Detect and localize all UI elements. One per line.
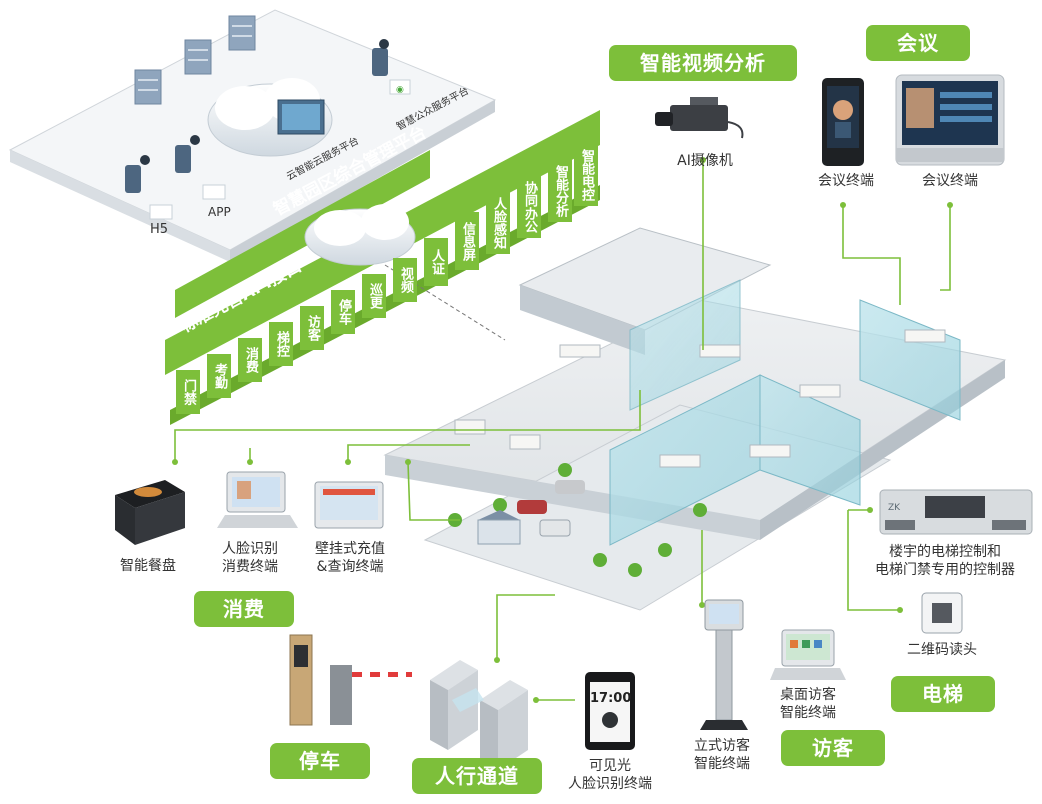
wall-terminal-label-line2: &查询终端 bbox=[316, 559, 384, 575]
desk-visitor-label-line1: 桌面访客 bbox=[780, 687, 836, 703]
wall-terminal-label-line1: 壁挂式充值 bbox=[315, 541, 385, 557]
wall-terminal-label: 壁挂式充值 &查询终端 bbox=[300, 540, 400, 576]
module-item: 门禁 bbox=[176, 370, 200, 414]
svg-text:◉: ◉ bbox=[396, 85, 404, 95]
module-item: 访客 bbox=[300, 306, 324, 350]
desk-visitor-label-line2: 智能终端 bbox=[780, 705, 836, 721]
meeting-terminal-2-label: 会议终端 bbox=[922, 173, 978, 189]
svg-text:ZK: ZK bbox=[888, 503, 901, 513]
visible-face-terminal-icon bbox=[585, 672, 635, 750]
elevator-controller-label: 楼宇的电梯控制和 电梯门禁专用的控制器 bbox=[852, 543, 1038, 579]
category-consume: 消费 bbox=[194, 591, 294, 627]
cloud-h5-label: H5 bbox=[150, 222, 169, 237]
category-meeting: 会议 bbox=[866, 25, 970, 61]
qr-reader-label: 二维码读头 bbox=[907, 642, 977, 658]
category-visitor: 访客 bbox=[781, 730, 885, 766]
module-item: 人证 bbox=[424, 238, 448, 286]
smart-tray-label: 智能餐盘 bbox=[120, 558, 176, 574]
stand-visitor-label-line2: 智能终端 bbox=[694, 756, 750, 772]
qr-reader-icon bbox=[921, 592, 963, 634]
smart-tray-icon bbox=[115, 480, 185, 545]
category-pedestrian: 人行通道 bbox=[412, 758, 542, 794]
meeting-terminal-1-icon bbox=[822, 78, 864, 166]
desk-visitor-terminal-icon bbox=[770, 629, 846, 680]
elevator-controller-label-line1: 楼宇的电梯控制和 bbox=[889, 544, 1001, 560]
connection-lines bbox=[174, 160, 951, 701]
stand-visitor-label: 立式访客 智能终端 bbox=[682, 737, 762, 773]
module-item: 梯控 bbox=[269, 322, 293, 366]
cloud-app-label: APP bbox=[208, 205, 231, 219]
module-item: 智能电控 bbox=[574, 144, 598, 206]
building bbox=[383, 227, 1007, 611]
desk-visitor-label: 桌面访客 智能终端 bbox=[768, 686, 848, 722]
cloud-platform-slab: ◉ bbox=[8, 9, 497, 262]
visible-face-label-line1: 可见光 bbox=[589, 758, 631, 774]
category-parking: 停车 bbox=[270, 743, 370, 779]
wall-terminal-icon bbox=[314, 481, 384, 529]
ai-camera-label: AI摄像机 bbox=[677, 153, 733, 169]
elevator-controller-label-line2: 电梯门禁专用的控制器 bbox=[875, 562, 1015, 578]
meeting-terminal-2-icon bbox=[895, 74, 1005, 166]
module-item: 考勤 bbox=[207, 354, 231, 398]
face-pay-terminal-icon bbox=[217, 471, 298, 528]
face-pay-label: 人脸识别 消费终端 bbox=[210, 540, 290, 576]
category-elevator: 电梯 bbox=[891, 676, 995, 712]
category-video: 智能视频分析 bbox=[609, 45, 797, 81]
banner-cloud bbox=[304, 204, 416, 266]
stand-visitor-terminal-icon bbox=[700, 599, 748, 730]
module-item: 人脸感知 bbox=[486, 192, 510, 254]
module-item: 智能分析 bbox=[548, 160, 572, 222]
module-item: 消费 bbox=[238, 338, 262, 382]
module-item: 信息屏 bbox=[455, 212, 479, 270]
stand-visitor-label-line1: 立式访客 bbox=[694, 738, 750, 754]
module-item: 协同办公 bbox=[517, 176, 541, 238]
ai-camera-icon bbox=[655, 97, 744, 139]
face-pay-label-line1: 人脸识别 bbox=[222, 541, 278, 557]
face-pay-label-line2: 消费终端 bbox=[222, 559, 278, 575]
turnstile-icon bbox=[430, 660, 528, 770]
meeting-terminal-1-label: 会议终端 bbox=[818, 173, 874, 189]
visible-face-label-line2: 人脸识别终端 bbox=[568, 776, 652, 792]
module-item: 视频 bbox=[393, 258, 417, 302]
visible-face-label: 可见光 人脸识别终端 bbox=[560, 757, 660, 793]
face-terminal-time: 17:00 bbox=[590, 691, 632, 706]
parking-gate-icon bbox=[289, 634, 412, 726]
elevator-controller-icon: ZK bbox=[879, 489, 1033, 535]
module-item: 巡更 bbox=[362, 274, 386, 318]
module-item: 停车 bbox=[331, 290, 355, 334]
